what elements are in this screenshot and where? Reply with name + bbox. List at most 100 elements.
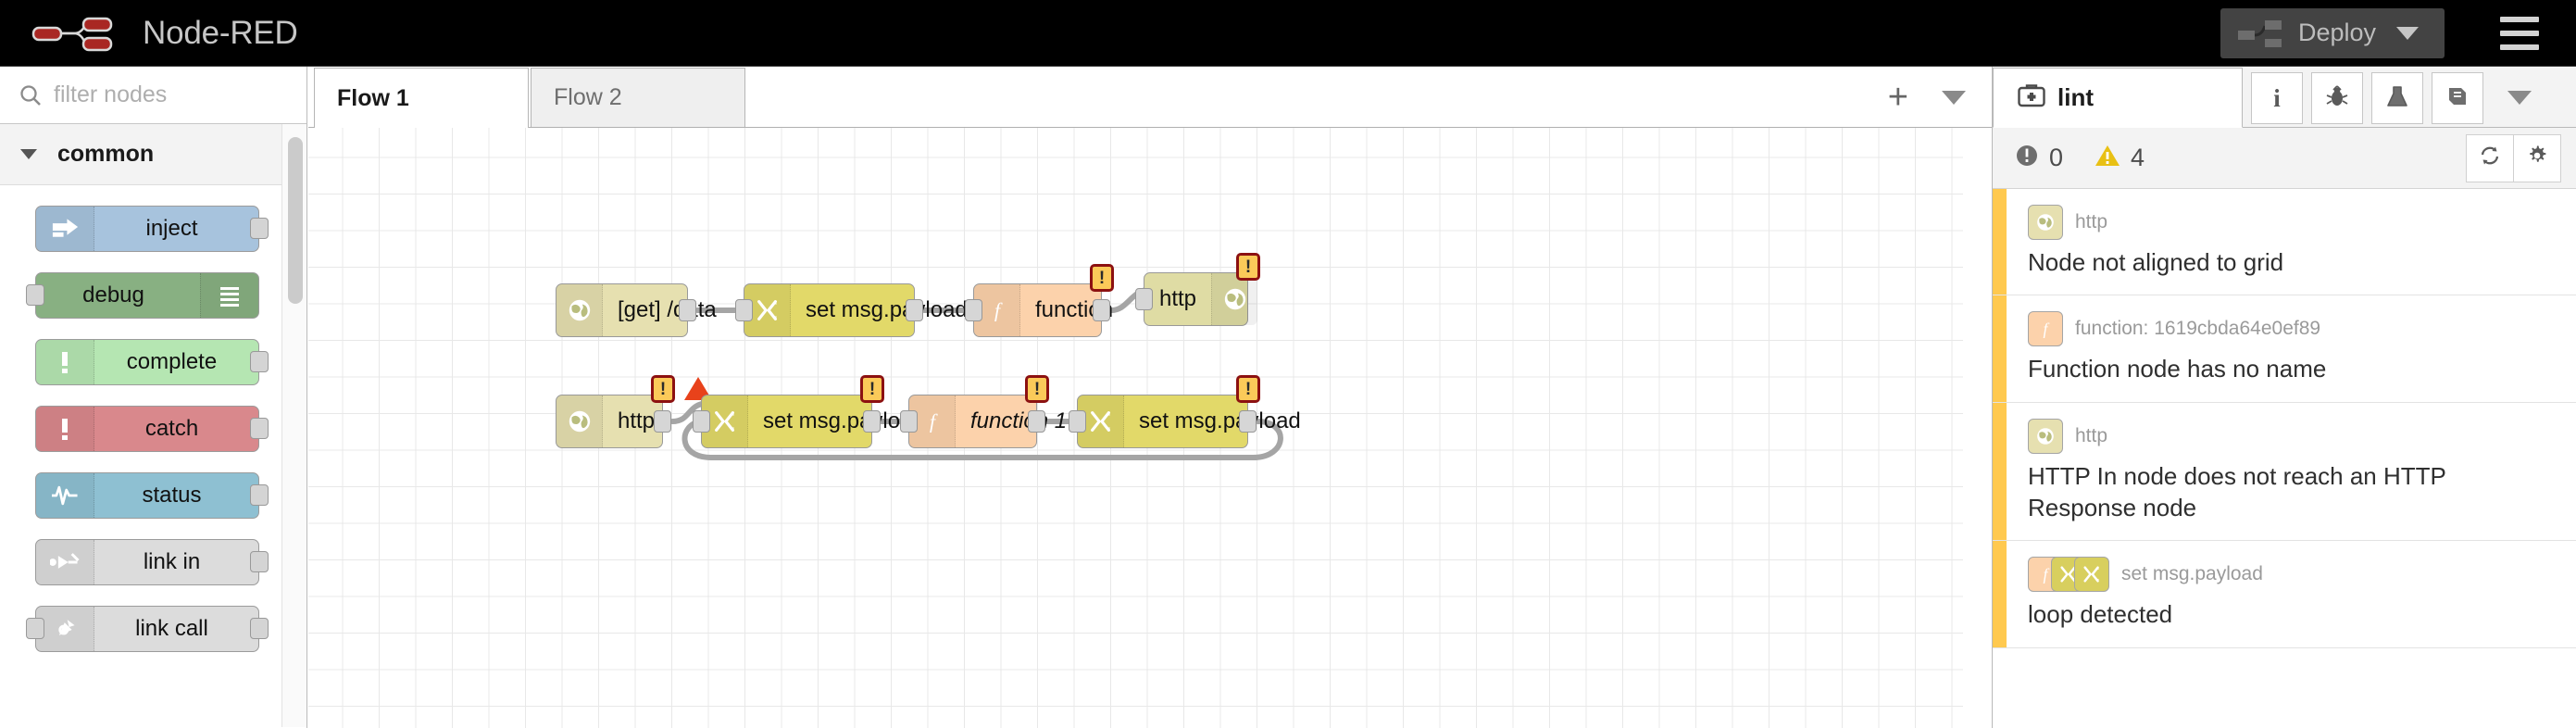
lint-message: loop detected	[2028, 600, 2173, 629]
chevron-down-icon[interactable]	[2507, 91, 2532, 105]
hamburger-menu-icon[interactable]	[2487, 6, 2552, 61]
chevron-down-icon	[20, 149, 37, 159]
hamburger-bar	[2500, 30, 2539, 36]
palette-port-out[interactable]	[250, 618, 269, 639]
node-error-badge[interactable]: !	[1025, 375, 1049, 403]
wire-loop-n8-n6	[682, 419, 1283, 460]
node-error-badge[interactable]: !	[651, 375, 675, 403]
plus-icon[interactable]: +	[1887, 78, 1908, 117]
globe-icon	[556, 284, 603, 336]
palette-scroll-area: common inject debug complete catch status lin…	[0, 124, 306, 727]
node-output-port[interactable]	[654, 410, 671, 433]
palette-node-catch[interactable]: catch	[35, 406, 269, 452]
palette-node-link-call[interactable]: link call	[26, 606, 269, 652]
lint-node-name: function: 1619cbda64e0ef89	[2075, 318, 2321, 340]
node-input-port[interactable]	[693, 410, 710, 433]
node-output-port[interactable]	[863, 410, 881, 433]
node-output-port[interactable]	[1028, 410, 1045, 433]
flow-tab-1[interactable]: Flow 1	[314, 68, 529, 128]
tab-context[interactable]	[2371, 72, 2423, 124]
lint-toolbar: 0 4	[1993, 128, 2576, 189]
palette-node-status[interactable]: status	[35, 472, 269, 519]
tab-lint[interactable]: lint	[1993, 68, 2243, 128]
node-output-port[interactable]	[1239, 410, 1257, 433]
brand: Node-RED	[0, 12, 298, 55]
palette-node-complete[interactable]: complete	[35, 339, 269, 385]
book-icon	[2445, 84, 2470, 113]
palette-category-common[interactable]: common	[0, 124, 306, 185]
right-sidebar: lint i	[1992, 67, 2576, 728]
flow-node-n4[interactable]: http!	[1135, 253, 1260, 326]
flow-node-n8[interactable]: set msg.payload!	[1069, 375, 1301, 448]
flow-node-label: set msg.payload	[763, 408, 925, 433]
flow-node-label: function	[1035, 297, 1114, 322]
flow-tab-list: Flow 1 Flow 2	[308, 67, 747, 128]
flow-node-label: http	[1159, 286, 1197, 311]
debug-lines-icon	[200, 273, 258, 318]
lint-item-list: http Node not aligned to grid f function…	[1993, 189, 2576, 728]
node-input-port[interactable]	[900, 410, 918, 433]
header-actions: Deploy	[2220, 0, 2576, 66]
node-error-badge[interactable]: !	[1236, 253, 1260, 281]
tab-help[interactable]	[2432, 72, 2483, 124]
search-input[interactable]	[54, 82, 285, 108]
flow-tab-2[interactable]: Flow 2	[531, 68, 745, 127]
node-error-badge[interactable]: !	[860, 375, 884, 403]
lint-node-icons	[2028, 205, 2063, 240]
svg-text:f: f	[929, 409, 937, 433]
palette-node-inject[interactable]: inject	[35, 206, 269, 252]
lint-item[interactable]: http HTTP In node does not reach an HTTP…	[1993, 402, 2576, 542]
palette-port-in[interactable]	[26, 284, 44, 306]
sidebar-tabbar: lint i	[1993, 67, 2576, 128]
globe-icon	[2028, 205, 2063, 240]
flow-tab-label: Flow 2	[554, 84, 622, 110]
flow-node-label: http	[618, 408, 656, 433]
warning-count: 4	[2131, 144, 2145, 171]
deploy-label: Deploy	[2297, 19, 2376, 46]
lint-node-name: http	[2075, 424, 2108, 446]
lint-node-icons: f	[2028, 557, 2109, 593]
tab-debug[interactable]	[2311, 72, 2363, 124]
palette-port-out[interactable]	[250, 351, 269, 372]
palette-node-label: status	[142, 483, 202, 508]
node-input-port[interactable]	[1069, 410, 1086, 433]
tab-info[interactable]: i	[2251, 72, 2303, 124]
node-error-badge[interactable]: !	[1090, 264, 1114, 292]
node-input-port[interactable]	[1135, 288, 1153, 310]
palette-node-label: link call	[135, 616, 208, 641]
node-error-badge[interactable]: !	[1236, 375, 1260, 403]
app-title: Node-RED	[143, 14, 298, 51]
palette-port-out[interactable]	[250, 218, 269, 239]
chevron-down-icon[interactable]	[2396, 26, 2419, 40]
palette-node-link-in[interactable]: link in	[35, 539, 269, 585]
node-output-port[interactable]	[906, 299, 923, 321]
settings-button[interactable]	[2513, 133, 2561, 182]
node-input-port[interactable]	[965, 299, 982, 321]
node-input-port[interactable]	[735, 299, 753, 321]
flow-node-n5[interactable]: http!	[556, 375, 712, 448]
lint-item[interactable]: f function: 1619cbda64e0ef89 Function no…	[1993, 295, 2576, 403]
refresh-button[interactable]	[2466, 133, 2514, 182]
node-red-logo-icon	[31, 12, 128, 55]
search-icon	[19, 83, 43, 107]
palette-node-debug[interactable]: debug	[26, 272, 259, 319]
palette-port-out[interactable]	[250, 551, 269, 572]
palette-scrollbar[interactable]	[281, 124, 306, 727]
flow-node-n2[interactable]: set msg.payload	[735, 283, 968, 337]
flow-node-n1[interactable]: [get] /data	[556, 283, 717, 337]
palette-port-out[interactable]	[250, 484, 269, 506]
deploy-button[interactable]: Deploy	[2220, 7, 2445, 58]
palette-scrollbar-thumb[interactable]	[288, 137, 303, 304]
node-output-port[interactable]	[1093, 299, 1110, 321]
chevron-down-icon[interactable]	[1942, 90, 1966, 105]
flow-node-n6[interactable]: set msg.payload!	[693, 375, 925, 448]
node-output-port[interactable]	[679, 299, 696, 321]
lint-item[interactable]: http Node not aligned to grid	[1993, 189, 2576, 296]
palette-port-in[interactable]	[26, 618, 44, 639]
palette-port-out[interactable]	[250, 418, 269, 439]
lint-item[interactable]: f set msg.payload loop detected	[1993, 541, 2576, 648]
